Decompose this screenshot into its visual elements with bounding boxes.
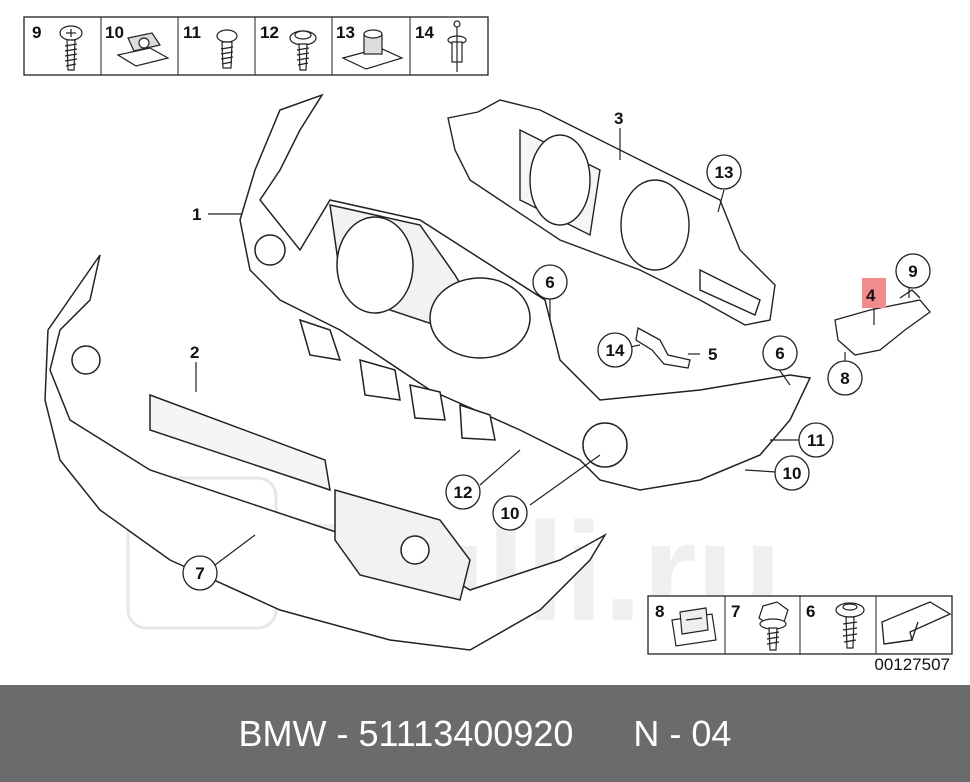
label-2: 2 [190, 343, 199, 362]
footer-ref: N - 04 [633, 712, 732, 754]
part-footer: BMW - 51113400920 N - 04 [0, 685, 970, 782]
label-5: 5 [708, 345, 717, 364]
strip-label-8: 8 [655, 602, 664, 621]
label-9: 9 [908, 262, 917, 281]
highlight-box [862, 278, 886, 308]
label-12: 12 [454, 483, 473, 502]
label-3: 3 [614, 109, 623, 128]
washer-screw-icon [289, 30, 317, 71]
strip-label-9: 9 [32, 23, 41, 42]
label-8: 8 [840, 369, 849, 388]
spring-clip-icon [671, 607, 717, 647]
strip-label-6: 6 [806, 602, 815, 621]
callout-circle-12 [445, 474, 481, 510]
callout-circle-13 [706, 154, 742, 190]
label-11: 11 [807, 431, 825, 450]
callout-circle-11 [798, 422, 834, 458]
callout-circle-7 [182, 555, 218, 591]
callout-circle-8 [827, 360, 863, 396]
footer-part-number: 51113400920 [358, 712, 574, 754]
callouts: 1 2 3 4 5 13 9 8 6 6 14 11 10 12 10 7 [182, 109, 931, 591]
bumper-cover [44, 254, 608, 651]
small-bracket [635, 326, 691, 369]
expanding-nut-icon [341, 29, 404, 70]
callout-circle-10b [492, 495, 528, 531]
label-7: 7 [195, 564, 204, 583]
footer-brand: BMW [238, 712, 327, 754]
label-1: 1 [192, 205, 201, 224]
callout-circle-6a [532, 264, 568, 300]
footer-separator: - [326, 712, 359, 754]
strip-label-13: 13 [336, 23, 355, 42]
side-bracket [834, 289, 931, 356]
direction-arrow-icon [881, 601, 952, 645]
strip-label-12: 12 [260, 23, 279, 42]
rivet-icon [447, 20, 467, 72]
clip-nut-icon [116, 32, 170, 67]
strip-label-11: 11 [183, 23, 201, 42]
strip-label-14: 14 [415, 23, 434, 42]
label-6a: 6 [545, 273, 554, 292]
label-14: 14 [606, 341, 625, 360]
footer-gap [573, 713, 633, 755]
collar-screw-icon [835, 602, 865, 649]
callout-circle-10a [774, 455, 810, 491]
strip-label-7: 7 [731, 602, 740, 621]
bottom-fastener-strip: 8 7 6 00127507 [647, 595, 953, 674]
label-6b: 6 [775, 344, 784, 363]
screw-icon [59, 25, 83, 71]
strip-label-10: 10 [105, 23, 124, 42]
label-13: 13 [715, 163, 734, 182]
label-10a: 10 [783, 464, 802, 483]
label-4: 4 [866, 286, 876, 305]
top-fastener-strip: 9 10 11 12 13 14 [23, 16, 489, 76]
hex-screw-icon [758, 601, 789, 651]
leader-lines [195, 128, 910, 566]
label-10b: 10 [501, 504, 520, 523]
small-screw-icon [216, 29, 238, 69]
callout-circle-14 [597, 332, 633, 368]
grille-support [447, 99, 776, 326]
callout-circle-6b [762, 335, 798, 371]
bumper-carrier [239, 93, 812, 491]
callout-circle-9 [895, 253, 931, 289]
parts-diagram: Rulli.ru 9 10 11 12 13 14 [23, 16, 953, 674]
drawing-code: 00127507 [874, 655, 950, 674]
